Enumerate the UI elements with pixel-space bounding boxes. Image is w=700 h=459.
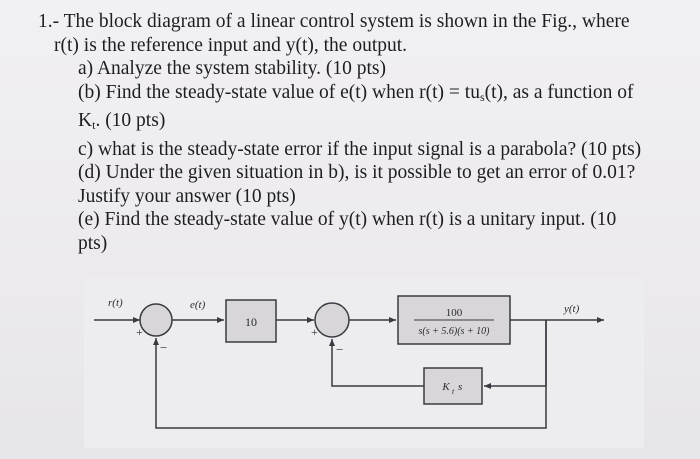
block-diagram: r(t) + − e(t) 10 + − 100 s(s + 5.6)(s + <box>94 295 604 429</box>
question-b-k: K <box>78 110 93 131</box>
summing-junction-1 <box>139 303 173 337</box>
sum2-minus-sign: − <box>336 342 343 357</box>
summing-junction-2 <box>314 302 350 338</box>
error-label: e(t) <box>190 299 206 311</box>
unity-feedback-line <box>153 320 547 429</box>
block-diagram-figure: r(t) + − e(t) 10 + − 100 s(s + 5.6)(s + <box>84 278 644 448</box>
tachometer-gain-subscript: t <box>452 387 455 396</box>
question-e: (e) Find the steady-state value of y(t) … <box>78 209 617 230</box>
question-b-continued: Kt. (10 pts) <box>38 109 688 138</box>
tachometer-feedback-block <box>423 367 483 405</box>
tachometer-gain-s: s <box>458 381 462 393</box>
tachometer-gain-k: K <box>441 381 450 393</box>
output-label: y(t) <box>563 303 580 315</box>
question-b-points: . (10 pts) <box>95 110 166 131</box>
question-b-subscript: s <box>479 89 485 104</box>
sum1-minus-sign: − <box>160 340 167 355</box>
plant-numerator: 100 <box>446 307 463 319</box>
gain-block-value: 10 <box>245 315 257 329</box>
question-b-text-2: (t), as a function of <box>484 81 634 103</box>
problem-statement-line-2: r(t) is the reference input and y(t), th… <box>54 34 408 56</box>
sum2-plus-sign: + <box>311 325 318 339</box>
question-b-k-subscript: t <box>92 118 96 132</box>
question-e-continued: pts) <box>78 232 108 254</box>
question-c: c) what is the steady-state error if the… <box>78 138 642 160</box>
question-d-continued: Justify your answer (10 pts) <box>78 185 296 207</box>
sum1-plus-sign: + <box>136 325 143 339</box>
question-d: (d) Under the given situation in b), is … <box>78 162 636 183</box>
question-b-text: (b) Find the steady-state value of e(t) … <box>78 81 480 103</box>
problem-statement-line-1: 1.- The block diagram of a linear contro… <box>38 11 630 32</box>
input-label: r(t) <box>108 297 123 309</box>
tachometer-feedback-line-out <box>329 339 424 387</box>
question-b: (b) Find the steady-state value of e(t) … <box>38 81 688 110</box>
problem-text: 1.- The block diagram of a linear contro… <box>38 10 688 255</box>
gain-block <box>225 299 277 343</box>
plant-denominator: s(s + 5.6)(s + 10) <box>419 326 491 337</box>
question-a: a) Analyze the system stability. (10 pts… <box>78 58 386 79</box>
